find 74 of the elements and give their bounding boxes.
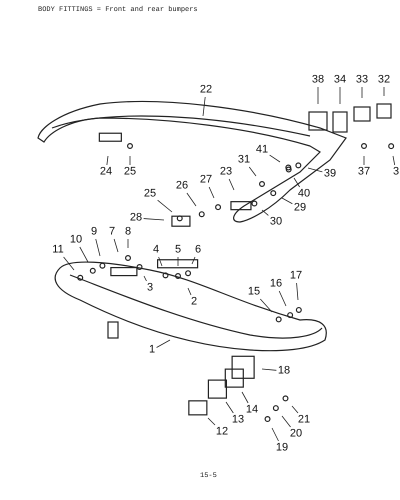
leader-line [269, 154, 280, 162]
callout-number: 14 [246, 404, 258, 416]
leader-line [208, 186, 214, 198]
callout-number: 17 [290, 270, 302, 282]
callout-number: 38 [312, 74, 324, 86]
callout-number: 24 [100, 166, 112, 178]
callout-number: 21 [298, 414, 310, 426]
callout-number: 31 [238, 154, 250, 166]
callout-number: 4 [152, 244, 160, 256]
leader-line [262, 210, 269, 216]
leader-line [192, 256, 196, 264]
callout-number: 22 [200, 84, 212, 96]
callout-number: 12 [216, 426, 228, 438]
callout-number: 7 [108, 226, 116, 238]
leader-line [262, 368, 277, 371]
leader-line [228, 178, 234, 190]
leader-line [143, 218, 164, 220]
callout-number: 19 [276, 442, 288, 454]
callout-number: 25 [124, 166, 136, 178]
callout-number: 3 [146, 282, 154, 294]
callout-number: 25 [144, 188, 156, 200]
leader-line [296, 282, 298, 300]
callout-number: 2 [190, 296, 198, 308]
leader-line [282, 198, 293, 204]
callout-number: 32 [378, 74, 390, 86]
callout-number: 3 [392, 166, 400, 178]
callout-number: 18 [278, 366, 290, 376]
callout-number: 27 [200, 174, 212, 186]
callout-number: 8 [124, 226, 132, 238]
callout-number: 6 [194, 244, 202, 256]
callout-number: 16 [270, 278, 282, 290]
leader-line [292, 406, 298, 414]
leader-line [106, 156, 108, 166]
callout-number: 40 [298, 188, 310, 200]
callout-number: 37 [358, 166, 370, 178]
callout-number: 30 [270, 216, 282, 228]
callout-number: 5 [174, 244, 182, 256]
callout-number: 10 [70, 234, 82, 246]
leader-line [278, 290, 286, 306]
callout-number: 11 [52, 244, 64, 256]
callout-number: 29 [294, 202, 306, 214]
callout-number: 13 [232, 414, 244, 426]
callout-number: 28 [130, 212, 142, 224]
leader-line [156, 340, 170, 348]
leader-line [308, 168, 323, 172]
leader-line [188, 288, 192, 296]
callout-number: 1 [148, 344, 156, 356]
leader-line [260, 298, 272, 312]
leader-line [226, 402, 234, 414]
leader-line [158, 256, 162, 266]
callout-number: 23 [220, 166, 232, 178]
callout-number: 34 [334, 74, 346, 86]
leader-line [242, 392, 249, 404]
callout-number: 9 [90, 226, 98, 238]
leader-line [79, 246, 88, 262]
leader-line [63, 256, 74, 270]
leader-line [186, 192, 196, 206]
leader-line [248, 166, 256, 176]
leader-line [157, 200, 172, 212]
leader-line [144, 276, 147, 282]
callout-number: 41 [256, 144, 268, 156]
leader-line [294, 178, 300, 188]
callout-number: 15 [248, 286, 260, 298]
callout-number: 39 [324, 168, 336, 180]
leader-line [282, 416, 291, 428]
leader-line [202, 96, 206, 116]
leader-line [208, 418, 216, 426]
callout-number: 33 [356, 74, 368, 86]
callout-number: 26 [176, 180, 188, 192]
callout-number: 20 [290, 428, 302, 440]
leader-line [272, 428, 279, 442]
leader-line [114, 238, 118, 252]
leader-line [392, 156, 396, 166]
leader-line [95, 238, 100, 256]
